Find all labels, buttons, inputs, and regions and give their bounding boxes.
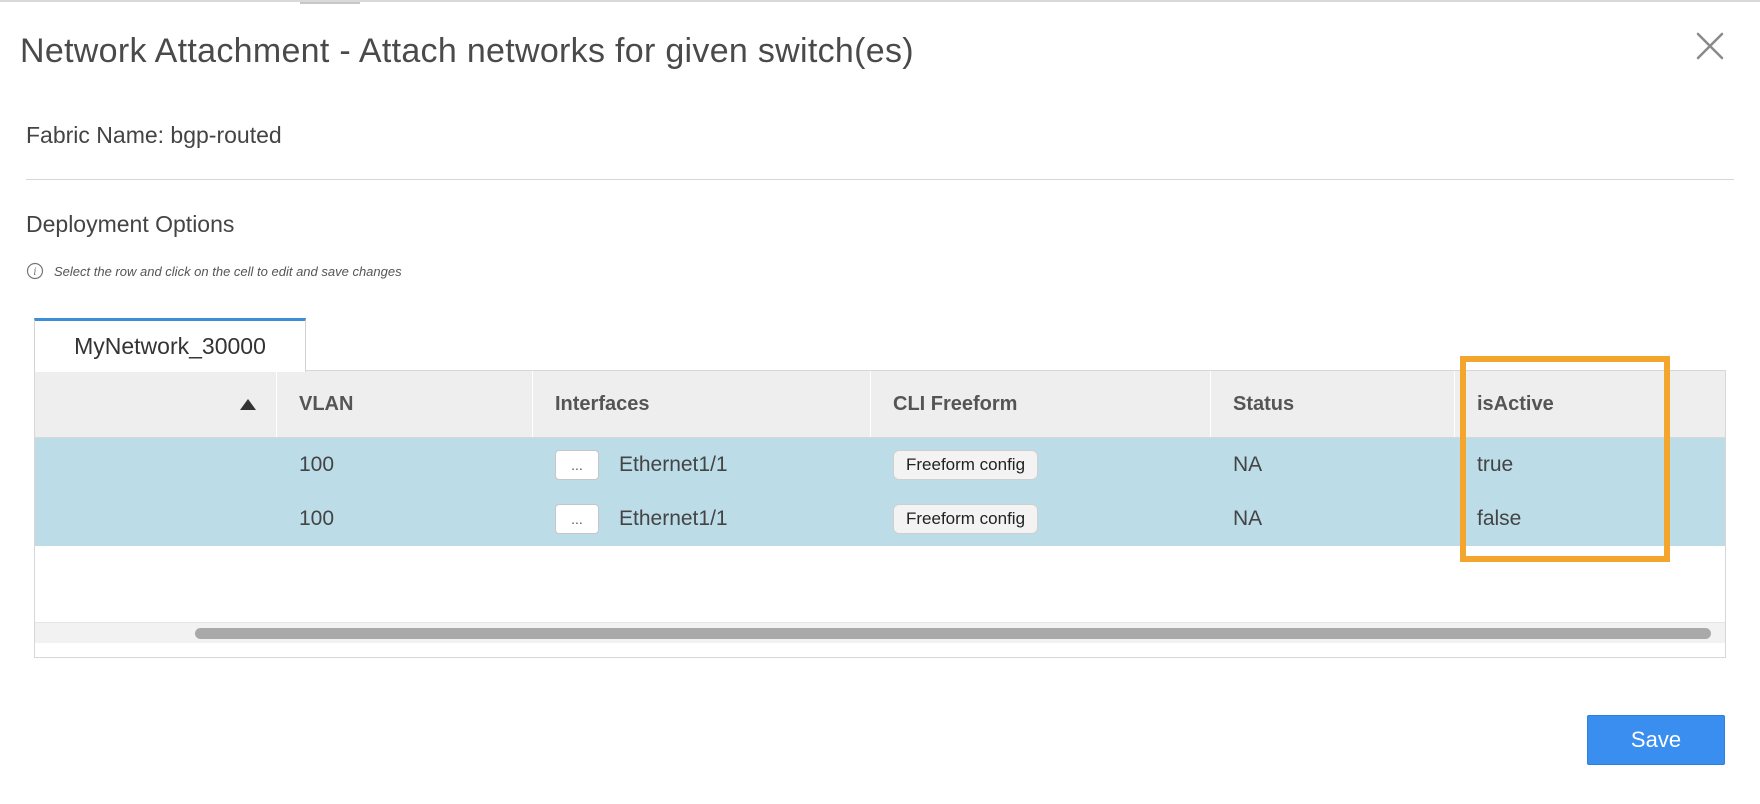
cli-freeform-cell[interactable]: Freeform config xyxy=(871,492,1211,546)
status-cell: NA xyxy=(1233,453,1263,476)
column-header-interfaces[interactable]: Interfaces xyxy=(533,371,871,437)
vlan-cell[interactable]: 100 xyxy=(299,453,335,476)
isactive-cell[interactable]: false xyxy=(1477,507,1522,530)
interface-name: Ethernet1/1 xyxy=(619,507,728,530)
deployment-grid: VLAN Interfaces CLI Freeform Status isAc… xyxy=(34,370,1726,658)
interface-name: Ethernet1/1 xyxy=(619,453,728,476)
row-select-cell[interactable] xyxy=(35,492,277,546)
interfaces-cell[interactable]: ... Ethernet1/1 xyxy=(533,492,871,546)
vlan-cell[interactable]: 100 xyxy=(299,507,335,530)
close-button[interactable] xyxy=(1690,26,1730,66)
table-row[interactable]: 100 ... Ethernet1/1 Freeform config NA t… xyxy=(35,438,1725,492)
modal-title: Network Attachment - Attach networks for… xyxy=(20,32,914,70)
grid-header: VLAN Interfaces CLI Freeform Status isAc… xyxy=(35,371,1725,438)
column-header-status[interactable]: Status xyxy=(1211,371,1455,437)
table-row[interactable]: 100 ... Ethernet1/1 Freeform config NA f… xyxy=(35,492,1725,546)
save-button[interactable]: Save xyxy=(1587,715,1725,765)
fabric-name-label: Fabric Name: bgp-routed xyxy=(26,122,282,148)
info-hint: i Select the row and click on the cell t… xyxy=(26,259,402,283)
column-header-cli-freeform[interactable]: CLI Freeform xyxy=(871,371,1211,437)
info-icon: i xyxy=(26,262,44,280)
interfaces-edit-button[interactable]: ... xyxy=(555,504,599,534)
column-header-vlan[interactable]: VLAN xyxy=(277,371,533,437)
status-cell: NA xyxy=(1233,507,1263,530)
scrollbar-thumb[interactable] xyxy=(195,628,1711,639)
section-divider xyxy=(26,179,1734,180)
freeform-config-button[interactable]: Freeform config xyxy=(893,504,1039,534)
freeform-config-button[interactable]: Freeform config xyxy=(893,450,1039,480)
interfaces-cell[interactable]: ... Ethernet1/1 xyxy=(533,438,871,492)
isactive-cell[interactable]: true xyxy=(1477,453,1514,476)
top-divider-mark xyxy=(300,2,360,4)
column-header-isactive[interactable]: isActive xyxy=(1477,392,1554,415)
horizontal-scrollbar[interactable] xyxy=(35,622,1725,643)
info-text: Select the row and click on the cell to … xyxy=(54,263,402,279)
deployment-options-title: Deployment Options xyxy=(26,211,235,237)
cli-freeform-cell[interactable]: Freeform config xyxy=(871,438,1211,492)
interfaces-edit-button[interactable]: ... xyxy=(555,450,599,480)
close-icon xyxy=(1696,32,1724,60)
column-header-select[interactable] xyxy=(35,371,277,437)
svg-text:i: i xyxy=(33,267,36,278)
sort-ascending-icon[interactable] xyxy=(240,398,256,410)
row-select-cell[interactable] xyxy=(35,438,277,492)
tab-mynetwork-30000[interactable]: MyNetwork_30000 xyxy=(34,318,306,372)
